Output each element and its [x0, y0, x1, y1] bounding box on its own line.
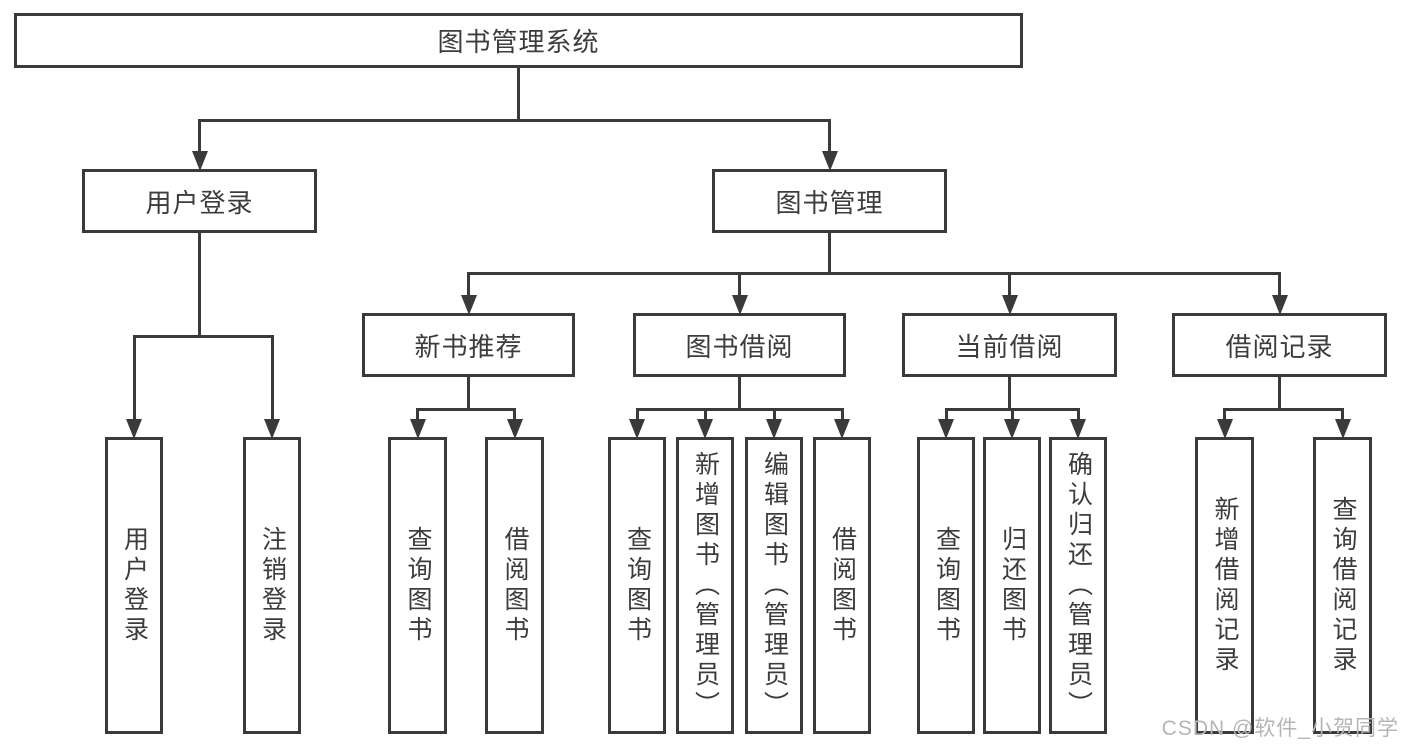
connector-line [738, 272, 741, 301]
node-label-leaf-bb-query: 查询图书 [623, 525, 652, 646]
arrow-down-icon [938, 419, 954, 439]
arrow-down-icon [506, 419, 523, 439]
connector-line [828, 233, 831, 272]
connector-line [1008, 377, 1011, 408]
connector-line [772, 408, 776, 425]
node-leaf-bb-query: 查询图书 [608, 437, 666, 734]
node-leaf-nb-query: 查询图书 [388, 437, 447, 734]
connector-line [198, 233, 201, 335]
connector-line [635, 408, 639, 425]
node-label-leaf-br-add: 新增借阅记录 [1211, 495, 1239, 676]
node-label-leaf-bb-borrow: 借阅图书 [828, 525, 857, 646]
connector-line [703, 408, 707, 425]
connector-line [467, 377, 470, 408]
node-leaf-bb-edit: 编辑图书（管理员） [745, 437, 803, 734]
arrow-down-icon [126, 419, 142, 439]
connector-line [1341, 408, 1344, 425]
connector-line [1223, 408, 1226, 425]
node-label-current-borrow: 当前借阅 [955, 331, 1064, 362]
connector-line [198, 119, 201, 157]
node-label-leaf-logout: 注销登录 [258, 525, 287, 646]
node-label-leaf-br-query: 查询借阅记录 [1329, 495, 1357, 676]
connector-line [1008, 272, 1011, 301]
connector-line [416, 408, 419, 425]
arrow-down-icon [1070, 419, 1086, 439]
arrow-down-icon [766, 419, 782, 439]
arrow-down-icon [191, 151, 208, 171]
connector-line [840, 408, 844, 425]
connector-line [828, 119, 831, 157]
node-leaf-user-login: 用户登录 [105, 437, 163, 734]
node-leaf-bb-add: 新增图书（管理员） [676, 437, 734, 734]
node-label-leaf-nb-query: 查询图书 [404, 525, 432, 646]
node-label-leaf-bb-edit: 编辑图书（管理员） [760, 450, 789, 721]
node-label-root: 图书管理系统 [437, 27, 600, 57]
connector-line [738, 377, 741, 408]
node-leaf-cb-return: 归还图书 [983, 437, 1041, 734]
arrow-down-icon [264, 419, 280, 439]
arrow-down-icon [409, 419, 426, 439]
connector-line [198, 119, 831, 122]
connector-line [1076, 408, 1080, 425]
node-label-borrow-records: 借阅记录 [1225, 331, 1334, 362]
node-leaf-br-query: 查询借阅记录 [1313, 437, 1372, 734]
node-current-borrow: 当前借阅 [902, 313, 1117, 377]
node-leaf-logout: 注销登录 [243, 437, 301, 734]
node-label-leaf-nb-borrow: 借阅图书 [501, 525, 529, 646]
connector-line [517, 68, 520, 119]
node-leaf-br-add: 新增借阅记录 [1195, 437, 1254, 734]
connector-line [132, 335, 136, 425]
node-label-leaf-user-login: 用户登录 [120, 525, 149, 646]
connector-line [513, 408, 516, 425]
watermark: CSDN @软件_小贺同学 [1161, 717, 1399, 740]
arrow-down-icon [460, 295, 477, 315]
node-label-book-mgmt: 图书管理 [775, 187, 884, 218]
node-label-leaf-bb-add: 新增图书（管理员） [691, 450, 720, 721]
arrow-down-icon [1216, 419, 1233, 439]
node-label-leaf-cb-return: 归还图书 [998, 525, 1027, 646]
arrow-down-icon [821, 151, 838, 171]
arrow-down-icon [1334, 419, 1351, 439]
node-borrow-records: 借阅记录 [1172, 313, 1387, 377]
node-leaf-cb-query: 查询图书 [917, 437, 975, 734]
node-label-user-login: 用户登录 [145, 187, 254, 218]
node-label-leaf-cb-confirm: 确认归还（管理员） [1064, 450, 1093, 721]
node-book-borrow: 图书借阅 [633, 313, 846, 377]
connector-line [1278, 272, 1281, 301]
connector-line [132, 335, 274, 338]
node-new-book-rec: 新书推荐 [362, 313, 575, 377]
node-leaf-bb-borrow: 借阅图书 [813, 437, 871, 734]
connector-line [467, 272, 1281, 275]
arrow-down-icon [1004, 419, 1020, 439]
node-user-login: 用户登录 [82, 169, 317, 233]
connector-line [467, 272, 470, 301]
node-label-book-borrow: 图书借阅 [685, 331, 794, 362]
arrow-down-icon [731, 295, 748, 315]
node-label-leaf-cb-query: 查询图书 [932, 525, 961, 646]
node-root: 图书管理系统 [14, 13, 1023, 68]
arrow-down-icon [1271, 295, 1288, 315]
connector-line [1010, 408, 1014, 425]
connector-line [270, 335, 274, 425]
node-leaf-nb-borrow: 借阅图书 [485, 437, 544, 734]
connector-line [1223, 408, 1344, 411]
node-book-mgmt: 图书管理 [712, 169, 947, 233]
node-leaf-cb-confirm: 确认归还（管理员） [1049, 437, 1107, 734]
node-label-new-book-rec: 新书推荐 [414, 331, 523, 362]
arrow-down-icon [697, 419, 713, 439]
connector-line [1278, 377, 1281, 408]
arrow-down-icon [1001, 295, 1018, 315]
arrow-down-icon [629, 419, 645, 439]
arrow-down-icon [834, 419, 850, 439]
connector-line [416, 408, 516, 411]
connector-line [635, 408, 844, 411]
connector-line [944, 408, 948, 425]
